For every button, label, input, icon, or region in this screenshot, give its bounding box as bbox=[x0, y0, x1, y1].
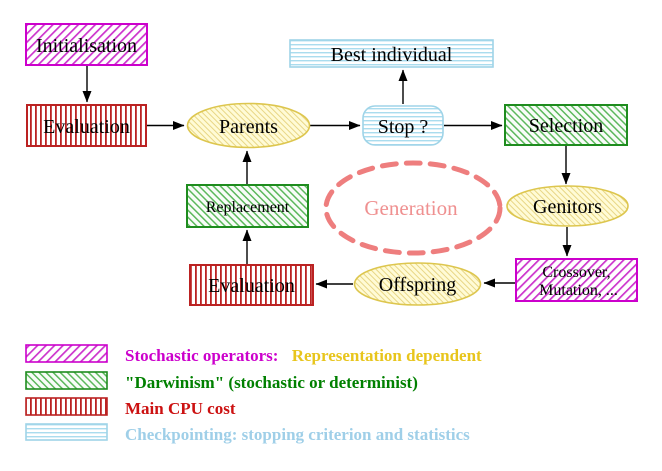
crossover-label-line1: Crossover, bbox=[542, 264, 610, 281]
node-evaluation-top: Evaluation bbox=[26, 104, 147, 147]
crossover-mutation-box bbox=[515, 258, 638, 302]
edges bbox=[82, 66, 572, 289]
legend-swatch-darwinism bbox=[25, 371, 108, 390]
legend-label-stochastic-operators-title: Stochastic operators: bbox=[125, 346, 278, 365]
parents-ellipse bbox=[186, 102, 311, 149]
legend-swatch-stochastic-operators bbox=[25, 344, 108, 363]
genitors-ellipse bbox=[506, 185, 629, 227]
node-evaluation-bottom: Evaluation bbox=[189, 264, 314, 306]
genitors-label: Genitors bbox=[533, 196, 602, 218]
node-generation: Generation bbox=[323, 160, 503, 256]
node-genitors: Genitors bbox=[506, 185, 629, 227]
initialisation-box bbox=[25, 23, 148, 66]
selection-label: Selection bbox=[529, 115, 603, 137]
legend-swatch-main-cpu-cost bbox=[25, 397, 108, 416]
best-individual-label: Best individual bbox=[331, 44, 453, 66]
node-initialisation: Initialisation bbox=[25, 23, 148, 66]
initialisation-label: Initialisation bbox=[36, 35, 137, 57]
node-crossover-mutation: Crossover, Mutation, ... bbox=[515, 258, 638, 302]
evaluation-top-box bbox=[26, 104, 147, 147]
legend-label-darwinism: "Darwinism" (stochastic or determinist) bbox=[125, 373, 418, 392]
selection-box bbox=[504, 104, 628, 146]
node-best-individual: Best individual bbox=[289, 39, 494, 68]
evaluation-bottom-box bbox=[189, 264, 314, 306]
replacement-box bbox=[186, 184, 309, 228]
legend-swatch-checkpointing bbox=[25, 423, 108, 441]
crossover-label-line2: Mutation, ... bbox=[539, 282, 618, 299]
legend: Stochastic operators: Representation dep… bbox=[25, 344, 482, 444]
node-selection: Selection bbox=[504, 104, 628, 146]
offspring-ellipse bbox=[353, 262, 482, 306]
legend-label-representation-dependent: Representation dependent bbox=[292, 346, 482, 365]
node-replacement: Replacement bbox=[186, 184, 309, 228]
legend-label-main-cpu-cost: Main CPU cost bbox=[125, 399, 236, 418]
evaluation-bottom-label: Evaluation bbox=[208, 275, 295, 297]
parents-label: Parents bbox=[219, 116, 278, 138]
best-individual-box bbox=[289, 39, 494, 68]
legend-label-checkpointing: Checkpointing: stopping criterion and st… bbox=[125, 425, 470, 444]
generation-dashed-ellipse bbox=[323, 160, 503, 256]
offspring-label: Offspring bbox=[379, 274, 456, 296]
stop-label: Stop ? bbox=[378, 116, 429, 138]
generation-label: Generation bbox=[364, 196, 458, 220]
evaluation-top-label: Evaluation bbox=[43, 116, 130, 138]
node-offspring: Offspring bbox=[353, 262, 482, 306]
stop-box bbox=[362, 105, 444, 146]
node-stop: Stop ? bbox=[362, 105, 444, 146]
node-parents: Parents bbox=[186, 102, 311, 149]
legend-label-stochastic-operators: Stochastic operators: Representation dep… bbox=[125, 346, 482, 365]
replacement-label: Replacement bbox=[206, 199, 290, 216]
